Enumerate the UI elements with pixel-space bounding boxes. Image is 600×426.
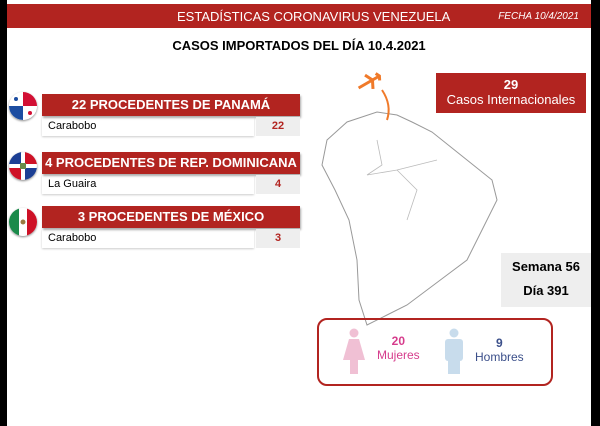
- origin-state: Carabobo: [42, 117, 254, 136]
- dominican-republic-flag-icon: [9, 152, 37, 180]
- origin-title: 3 PROCEDENTES DE MÉXICO: [42, 206, 300, 228]
- origin-count: 3: [256, 229, 300, 248]
- gender-box: 20 Mujeres 9 Hombres: [317, 318, 553, 386]
- men-label: Hombres: [475, 350, 524, 364]
- male-icon: [445, 328, 463, 374]
- women-label: Mujeres: [377, 348, 420, 362]
- header-title: ESTADÍSTICAS CORONAVIRUS VENEZUELA: [177, 9, 451, 24]
- period-box: Semana 56 Día 391: [501, 253, 591, 307]
- international-cases-box: 29 Casos Internacionales: [436, 73, 586, 113]
- origin-title: 4 PROCEDENTES DE REP. DOMINICANA: [42, 152, 300, 174]
- infographic: ESTADÍSTICAS CORONAVIRUS VENEZUELA FECHA…: [7, 0, 591, 426]
- origin-card-dominican-republic: 4 PROCEDENTES DE REP. DOMINICANA La Guai…: [42, 152, 300, 194]
- header-date: FECHA 10/4/2021: [498, 11, 579, 22]
- origin-count: 22: [256, 117, 300, 136]
- origin-state: La Guaira: [42, 175, 254, 194]
- men-count: 9: [496, 336, 503, 350]
- female-icon: [343, 328, 365, 374]
- page-title: CASOS IMPORTADOS DEL DÍA 10.4.2021: [172, 38, 426, 53]
- mexico-flag-icon: [9, 208, 37, 236]
- origin-state: Carabobo: [42, 229, 254, 248]
- international-label: Casos Internacionales: [446, 92, 576, 107]
- women-count: 20: [391, 334, 406, 348]
- origin-count: 4: [256, 175, 300, 194]
- panama-flag-icon: [9, 92, 37, 120]
- south-america-map: [321, 72, 498, 326]
- week-label: Semana 56: [512, 259, 580, 274]
- airplane-icon: [357, 72, 382, 90]
- day-label: Día 391: [523, 283, 569, 298]
- flight-path: [381, 89, 390, 121]
- origin-title: 22 PROCEDENTES DE PANAMÁ: [42, 94, 300, 116]
- header-bar: ESTADÍSTICAS CORONAVIRUS VENEZUELA FECHA…: [7, 4, 591, 28]
- international-count: 29: [503, 77, 519, 92]
